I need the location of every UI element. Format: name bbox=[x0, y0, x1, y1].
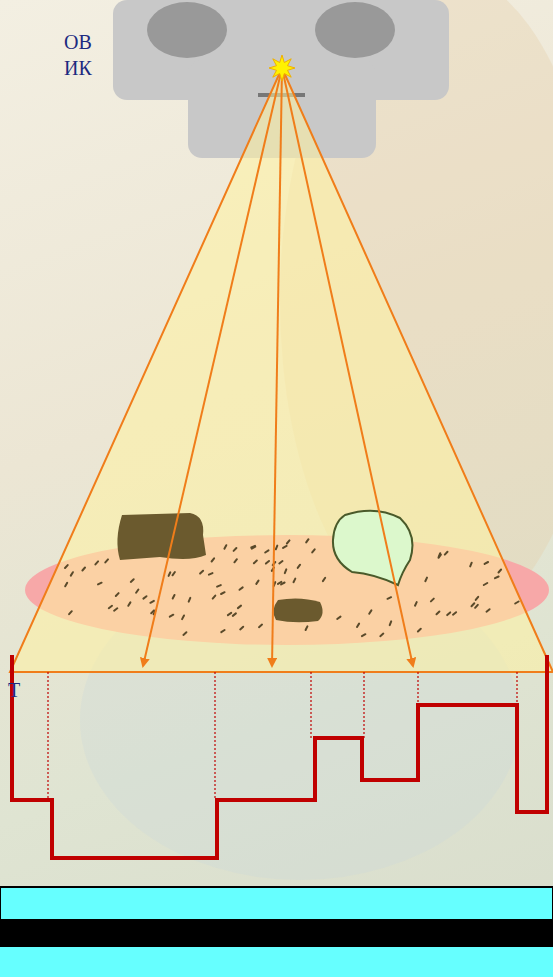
cropped-label: Т bbox=[8, 680, 20, 700]
cropped-label: ИК bbox=[64, 58, 92, 78]
particles bbox=[65, 539, 519, 636]
xray-source bbox=[269, 55, 295, 81]
beam-cone bbox=[10, 68, 553, 672]
cropped-label: ОВ bbox=[64, 32, 92, 52]
projection-lines bbox=[48, 672, 517, 800]
dense-inclusion bbox=[117, 513, 206, 560]
detector bbox=[0, 887, 553, 977]
light-inclusion bbox=[333, 511, 413, 585]
intensity-profile bbox=[12, 655, 547, 858]
dense-inclusion bbox=[273, 598, 322, 622]
rays bbox=[143, 68, 413, 666]
